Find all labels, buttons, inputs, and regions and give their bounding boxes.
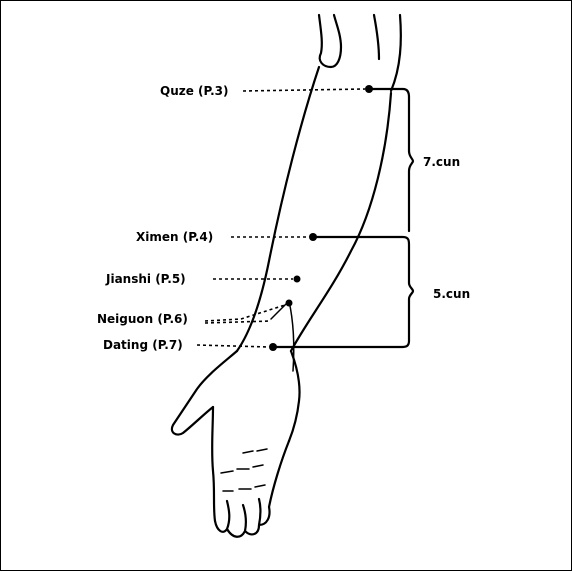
label-jianshi: Jianshi (P.5) [105,272,186,286]
palm-right [289,351,300,441]
label-neiguon: Neiguon (P.6) [97,312,188,326]
acupoint-dots [269,85,373,351]
ximen-horizontal-line [313,237,409,283]
fingers [215,441,289,537]
thumb [172,351,237,435]
label-7-cun: 7.cun [423,155,460,169]
upper-brace [409,151,413,231]
leader-neiguon [205,305,285,323]
finger-creases [221,449,267,491]
point-ximen-dot [309,233,317,241]
measure-lines [273,89,413,347]
label-dating: Dating (P.7) [103,338,183,352]
point-jianshi-dot [294,276,301,283]
label-quze: Quze (P.3) [160,84,229,98]
elbow-inner-contour [391,15,401,91]
leader-quze [243,89,365,91]
forearm-right-edge [291,93,391,351]
tendon-line [271,301,294,371]
upper-arm-right-contour [374,15,379,59]
forearm-left-edge [237,67,319,351]
point-quze-dot [365,85,373,93]
point-neiguon-dot [286,300,293,307]
upper-arm-left-contour [319,15,341,67]
point-labels: Quze (P.3) Ximen (P.4) Jianshi (P.5) Nei… [97,84,229,352]
point-dating-dot [269,343,277,351]
measure-labels: 7.cun 5.cun [423,155,470,301]
label-5-cun: 5.cun [433,287,470,301]
leader-dating [197,345,269,347]
label-ximen: Ximen (P.4) [136,230,213,244]
palm-left [212,407,215,521]
